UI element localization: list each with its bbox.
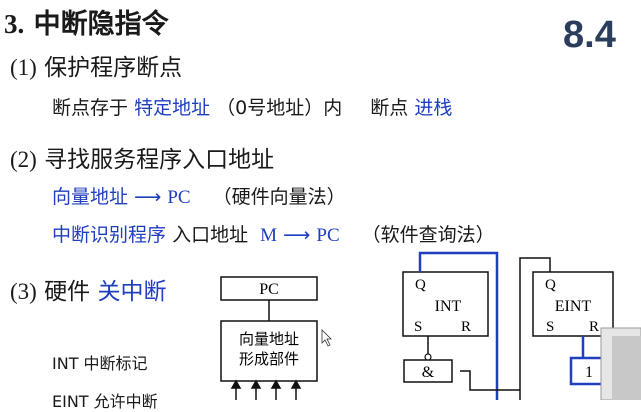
arrow-right-icon: ⟶ <box>283 224 311 246</box>
eint-q-label: Q <box>545 277 556 293</box>
item3-heading-text-b: 关中断 <box>97 279 167 305</box>
item2-heading-text: 寻找服务程序入口地址 <box>44 147 275 173</box>
eint-name-label: EINT <box>555 298 592 315</box>
eint-s-label: S <box>546 319 554 335</box>
int-s-label: S <box>414 319 422 335</box>
title-number: 3. <box>4 9 25 39</box>
int-flipflop-box <box>402 271 489 337</box>
item3-heading-text-a: 硬件 <box>44 279 91 305</box>
int-flag-label: INT 中断标记 <box>52 354 148 373</box>
item2-row2-text-b: 入口地址 <box>172 224 249 246</box>
vector-unit-line2: 形成部件 <box>239 351 299 368</box>
item1-text-a: 断点存于 <box>52 97 129 119</box>
mouse-cursor-icon <box>321 329 332 347</box>
or-gate-label: 1 <box>585 364 593 381</box>
item3-heading: (3) 硬件 关中断 <box>10 272 166 306</box>
video-overlay-inner <box>612 336 641 400</box>
arrow-right-icon: ⟶ <box>134 186 162 208</box>
item1-text-c: （0号地址）内 <box>216 97 343 119</box>
item2-row1-note: （硬件向量法） <box>212 186 346 208</box>
section-number: 8.4 <box>563 14 616 56</box>
item1-heading-text: 保护程序断点 <box>44 55 183 81</box>
item2-row2-pc: PC <box>316 225 340 246</box>
item1-text-e: 进栈 <box>414 97 453 119</box>
item2-heading-number: (2) <box>10 147 37 172</box>
item3-heading-number: (3) <box>10 279 37 304</box>
item2-row1: 向量地址 ⟶ PC （硬件向量法） <box>52 182 346 209</box>
interrupt-circuit-diagram: PC 向量地址 形成部件 Q INT S R Q EINT S R & 1 <box>220 251 641 400</box>
vector-address-unit-box <box>220 320 318 382</box>
item2-row2-text-a: 中断识别程序 <box>52 224 167 246</box>
item2-row1-text: 向量地址 <box>52 186 129 208</box>
int-r-label: R <box>461 319 471 335</box>
vector-unit-line1: 向量地址 <box>239 331 299 348</box>
item2-row2-note: （软件查询法） <box>361 224 495 246</box>
page-title: 3. 中断隐指令 <box>4 2 169 41</box>
or-gate-box <box>569 356 608 386</box>
item1-heading: (1) 保护程序断点 <box>10 48 182 82</box>
item2-row1-pc: PC <box>167 187 191 208</box>
item2-row2: 中断识别程序 入口地址 M ⟶ PC （软件查询法） <box>52 220 495 247</box>
eint-flipflop-box <box>532 271 614 337</box>
vector-unit-inputs <box>230 379 302 400</box>
title-text: 中断隐指令 <box>33 9 169 40</box>
item1-line: 断点存于 特定地址 （0号地址）内 断点 进栈 <box>52 93 452 120</box>
eint-r-label: R <box>589 319 599 335</box>
item1-text-d: 断点 <box>370 97 409 119</box>
and-gate-label: & <box>422 364 435 381</box>
item2-heading: (2) 寻找服务程序入口地址 <box>10 140 274 174</box>
int-q-label: Q <box>415 277 426 293</box>
inverter-bubble <box>424 353 432 361</box>
item2-row2-m: M <box>260 225 278 246</box>
pc-register-label: PC <box>259 281 279 298</box>
item1-text-b: 特定地址 <box>134 97 211 119</box>
item1-heading-number: (1) <box>10 55 37 80</box>
int-name-label: INT <box>435 298 462 315</box>
